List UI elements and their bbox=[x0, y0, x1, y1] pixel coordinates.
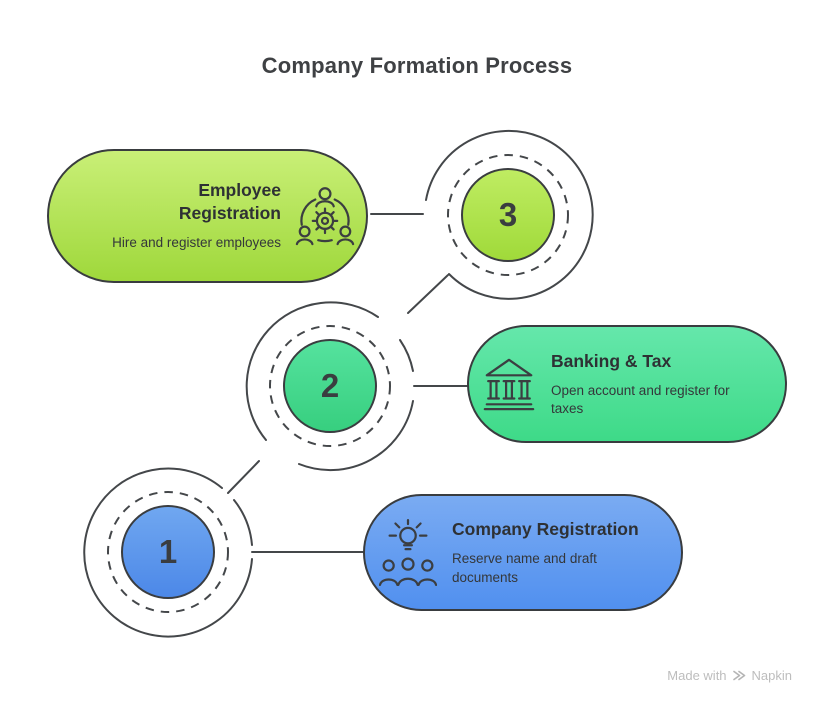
step-2-number-circle: 2 bbox=[283, 339, 377, 433]
step-1-description: Reserve name and draft documents bbox=[452, 551, 597, 585]
bank-icon bbox=[482, 355, 536, 413]
node-1-dashed-ring bbox=[107, 491, 229, 613]
idea-team-icon bbox=[379, 518, 437, 587]
step-2-description: Open account and register for taxes bbox=[551, 382, 730, 417]
step-3-text: Employee Registration Hire and register … bbox=[89, 179, 281, 253]
step-3-card: Employee Registration Hire and register … bbox=[47, 149, 368, 283]
step-3-title: Employee Registration bbox=[178, 180, 281, 224]
step-2-title: Banking & Tax bbox=[551, 350, 672, 371]
node-2-outer-ring bbox=[245, 301, 414, 472]
step-1-card: Company Registration Reserve name and dr… bbox=[363, 494, 683, 611]
watermark: Made with Napkin bbox=[667, 668, 792, 683]
step-3-number-circle: 3 bbox=[461, 168, 555, 262]
napkin-logo-icon bbox=[732, 670, 745, 681]
node-3-outer-ring bbox=[425, 129, 594, 300]
node-2-dashed-ring bbox=[269, 325, 391, 447]
connector-node2-node1 bbox=[227, 460, 260, 494]
watermark-prefix: Made with bbox=[667, 668, 727, 683]
step-1-text: Company Registration Reserve name and dr… bbox=[452, 518, 639, 587]
step-3-description: Hire and register employees bbox=[112, 235, 281, 251]
team-gear-icon bbox=[294, 184, 356, 248]
node-3-dashed-ring bbox=[447, 154, 569, 276]
connector-node3-node2 bbox=[407, 274, 449, 314]
step-2-card: Banking & Tax Open account and register … bbox=[467, 325, 787, 443]
watermark-brand: Napkin bbox=[751, 668, 792, 683]
step-1-number-circle: 1 bbox=[121, 505, 215, 599]
node-1-outer-ring bbox=[83, 467, 253, 638]
page-title: Company Formation Process bbox=[261, 53, 573, 78]
step-1-title: Company Registration bbox=[452, 519, 639, 539]
step-2-text: Banking & Tax Open account and register … bbox=[551, 350, 753, 419]
